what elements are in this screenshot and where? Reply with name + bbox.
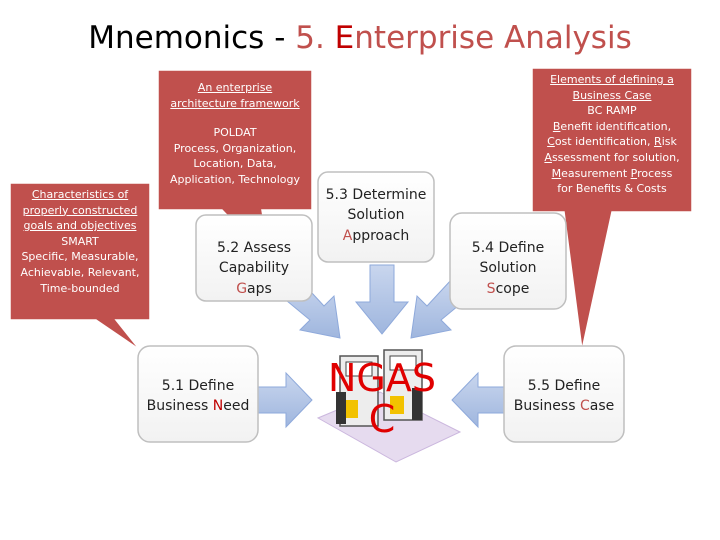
box-5-2-shape [195,214,313,302]
center-mnemonic: NGAS C [328,356,436,442]
left-callout-shape [9,182,151,351]
gas-pump-icon [316,349,462,463]
arrow-from-5-5 [451,371,507,429]
step-5-5-define-business-case: 5.5 Define Business Case [513,378,615,415]
step-5-2-assess-capability-gaps: 5.2 Assess Capability Gaps [216,240,292,297]
box-5-4-shape [449,212,567,310]
page-title: Mnemonics - 5. Enterprise Analysis [88,20,632,56]
box-5-5-shape [503,345,625,443]
step-5-1-define-business-need: 5.1 Define Business Need [146,378,250,415]
callout-poldat: An enterprise architecture framework POL… [169,81,301,187]
box-5-1-shape [137,345,259,443]
step-5-4-define-solution-scope: 5.4 Define Solution Scope [471,240,545,297]
callout-bc-ramp: Elements of defining a Business Case BC … [544,73,680,196]
box-5-3-shape [317,171,435,263]
arrow-from-5-3 [354,264,410,335]
arrow-from-5-1 [257,371,313,429]
right-callout-shape [531,67,693,351]
callout-smart: Characteristics of properly constructed … [20,188,140,295]
step-5-3-determine-solution-approach: 5.3 Determine Solution Approach [325,187,427,244]
